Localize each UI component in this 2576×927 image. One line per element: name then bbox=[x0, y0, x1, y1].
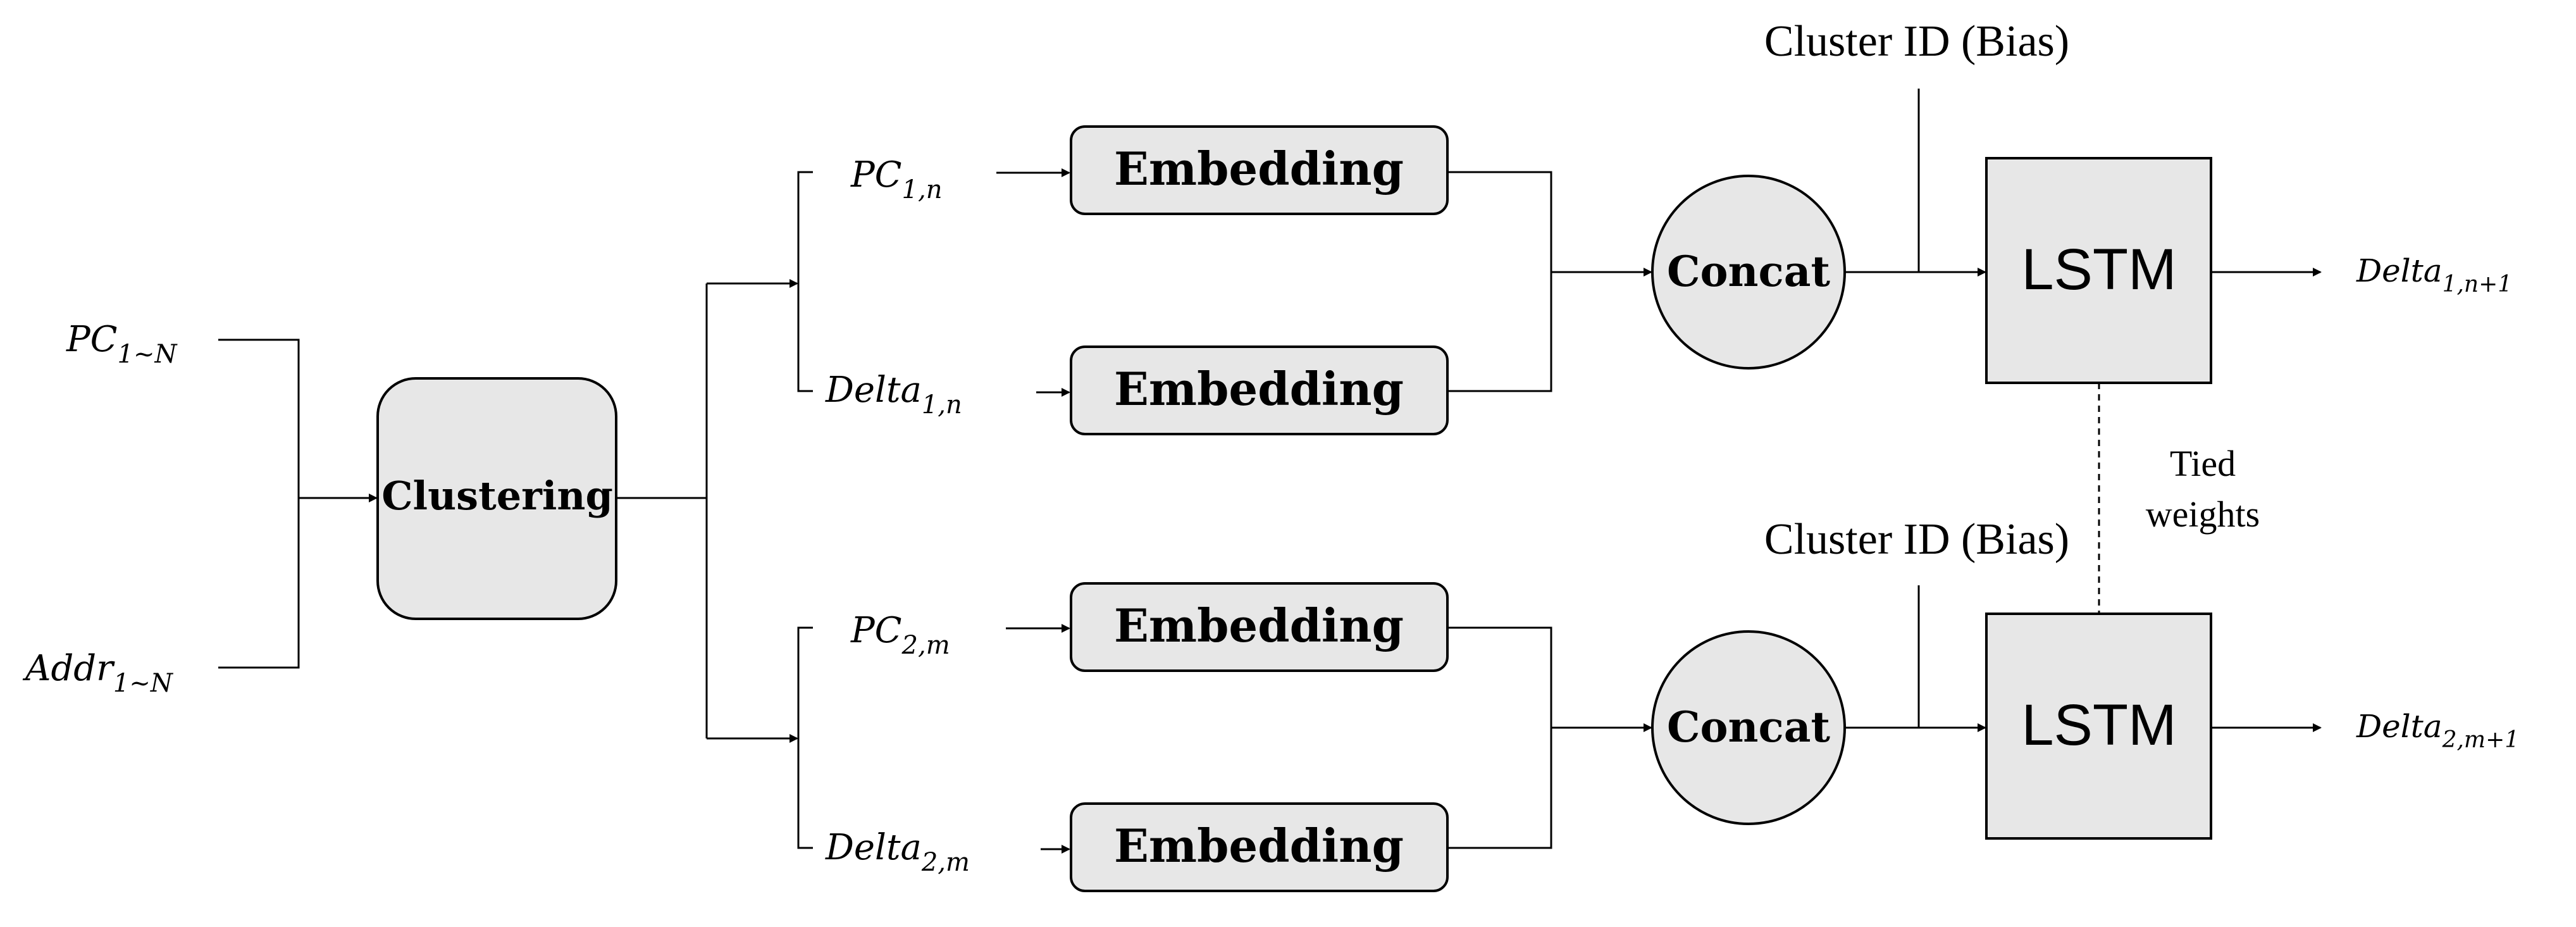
branch1-delta-label: Delta1,n bbox=[825, 370, 962, 420]
branch1-bracket bbox=[797, 171, 813, 392]
branch1-output-label: Delta1,n+1 bbox=[2356, 252, 2512, 297]
input-merge-wire bbox=[218, 339, 300, 669]
branch2-merge-wire bbox=[1447, 626, 1651, 849]
branch1-pc-label: PC1,n bbox=[850, 154, 942, 204]
branch1-merge-wire bbox=[1447, 171, 1651, 392]
tied-weights-line2: weights bbox=[2146, 494, 2260, 535]
branch1-embedding-top-box bbox=[1070, 125, 1449, 215]
branch2-embedding-top-label: Embedding bbox=[1114, 599, 1404, 652]
branch1-lstm-label: LSTM bbox=[2021, 237, 2176, 302]
input-pc-label: PC1~N bbox=[66, 319, 178, 369]
branch1-lstm-box bbox=[1985, 157, 2212, 384]
branch1-cluster-id-label: Cluster ID (Bias) bbox=[1764, 17, 2069, 66]
branch2-lstm-box bbox=[1985, 613, 2212, 840]
branch2-lstm-label: LSTM bbox=[2021, 693, 2176, 757]
branch1-concat-label: Concat bbox=[1667, 247, 1830, 296]
branch2-output-label: Delta2,m+1 bbox=[2356, 708, 2519, 753]
branch2-embedding-bottom-label: Embedding bbox=[1114, 819, 1404, 873]
clustering-split-wire bbox=[616, 283, 708, 738]
branch1-embedding-bottom-label: Embedding bbox=[1114, 362, 1404, 416]
branch2-delta-label: Delta2,m bbox=[825, 827, 970, 877]
branch2-concat-label: Concat bbox=[1667, 702, 1830, 752]
branch1-embedding-top-label: Embedding bbox=[1114, 142, 1404, 196]
input-addr-label: Addr1~N bbox=[22, 648, 174, 698]
branch2-pc-label: PC2,m bbox=[850, 610, 950, 660]
branch2-cluster-id-label: Cluster ID (Bias) bbox=[1764, 515, 2069, 564]
clustering-label: Clustering bbox=[381, 473, 613, 519]
tied-weights-line1: Tied bbox=[2170, 443, 2236, 484]
branch2-bracket bbox=[797, 626, 813, 849]
